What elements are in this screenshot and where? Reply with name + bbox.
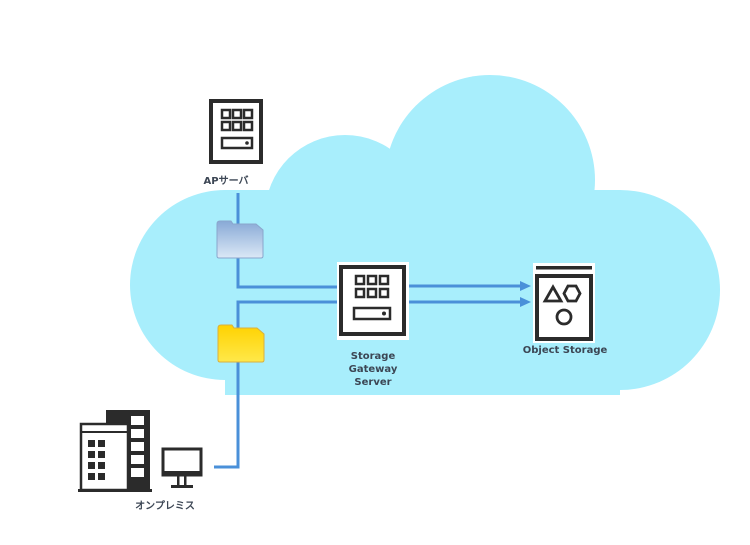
onpremise-label: オンプレミス [135, 501, 195, 512]
folder-yellow-icon [217, 324, 265, 363]
gateway-server-icon[interactable] [337, 262, 409, 340]
arrowhead-2 [520, 297, 531, 307]
gateway-label-line-3: Server [354, 377, 392, 388]
folder-blue-icon [216, 220, 264, 259]
gateway-label-line-1: Storage [350, 351, 396, 362]
arrowhead-1 [520, 281, 531, 291]
building-icon [78, 410, 152, 492]
monitor-icon [161, 447, 203, 488]
ap-server-icon[interactable] [208, 97, 266, 167]
onprem-to-gateway-line [214, 300, 340, 469]
ap-server-label: APサーバ [203, 176, 249, 187]
object-storage-label: Object Storage [522, 345, 608, 356]
gateway-label-line-2: Gateway [348, 364, 398, 375]
gateway-label: Storage Gateway Server [328, 350, 418, 389]
object-storage-icon[interactable] [533, 263, 595, 343]
